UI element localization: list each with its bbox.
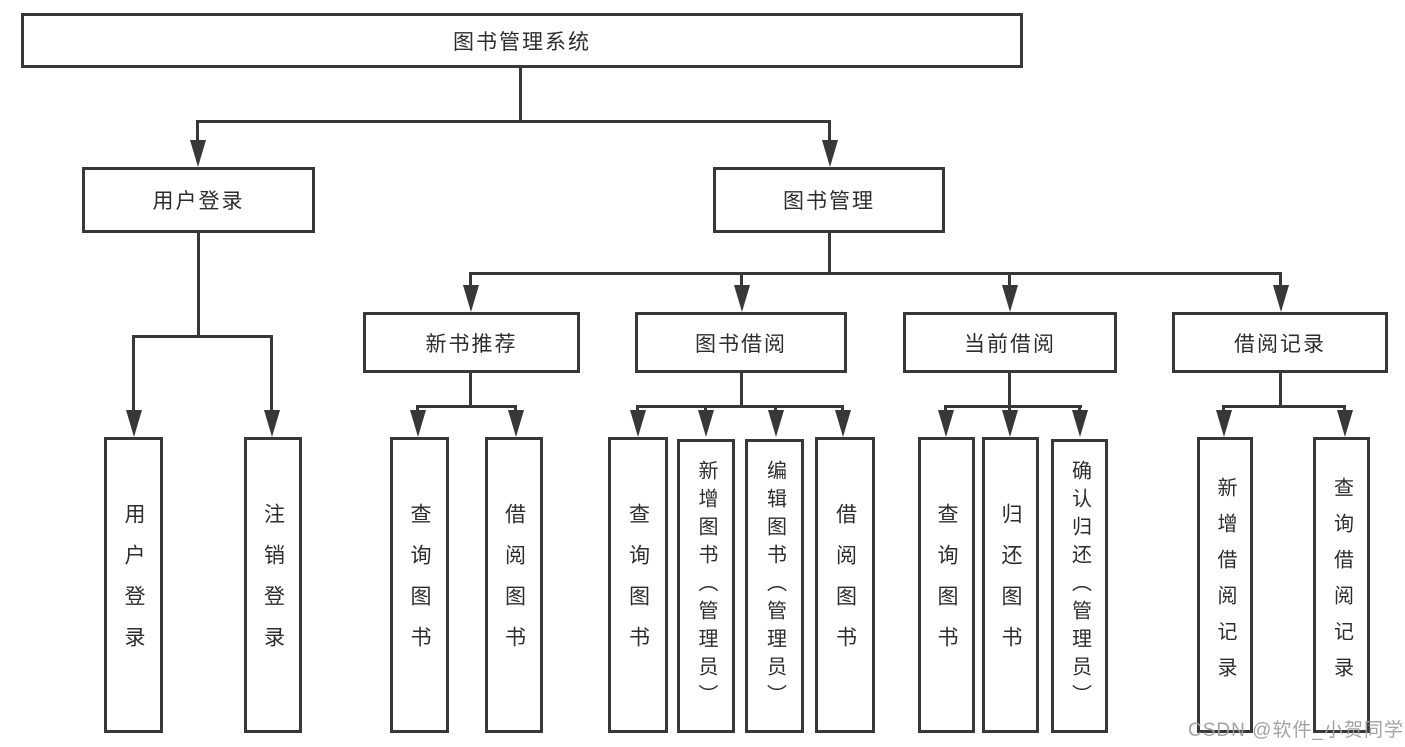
node-current-borrow: 当前借阅 (903, 312, 1117, 373)
connector-line (740, 373, 743, 407)
connector-line (944, 405, 1082, 408)
leaf-query-books-3: 查询图书 (918, 437, 975, 733)
connector-line (197, 233, 200, 337)
leaf-query-books-1: 查询图书 (390, 437, 449, 733)
arrowhead-down-icon (822, 140, 838, 167)
arrowhead-down-icon (1216, 410, 1232, 437)
connector-line (270, 335, 273, 417)
arrowhead-down-icon (1337, 410, 1353, 437)
leaf-return-book: 归还图书 (982, 437, 1039, 733)
arrowhead-down-icon (508, 410, 524, 437)
connector-line (469, 272, 472, 290)
connector-line (1222, 405, 1346, 408)
connector-line (469, 272, 1282, 275)
node-book-borrow: 图书借阅 (635, 312, 847, 373)
connector-line (1279, 272, 1282, 290)
connector-line (1279, 373, 1282, 407)
leaf-add-borrow-record: 新增借阅记录 (1197, 437, 1253, 733)
node-root-library-system: 图书管理系统 (21, 13, 1023, 68)
connector-line (469, 373, 472, 407)
arrowhead-down-icon (835, 410, 851, 437)
connector-line (132, 335, 135, 417)
node-borrow-record: 借阅记录 (1172, 312, 1388, 373)
leaf-borrow-books-2: 借阅图书 (815, 437, 875, 733)
arrowhead-down-icon (1002, 410, 1018, 437)
arrowhead-down-icon (734, 285, 750, 312)
leaf-edit-book-admin: 编辑图书（管理员） (745, 439, 804, 733)
arrowhead-down-icon (698, 410, 714, 437)
leaf-add-book-admin: 新增图书（管理员） (677, 439, 735, 733)
connector-line (196, 120, 199, 146)
node-new-book-recommend: 新书推荐 (363, 312, 580, 373)
connector-line (1008, 373, 1011, 407)
connector-line (1008, 272, 1011, 290)
leaf-confirm-return-admin: 确认归还（管理员） (1051, 439, 1108, 733)
arrowhead-down-icon (938, 410, 954, 437)
connector-line (197, 120, 830, 123)
arrowhead-down-icon (190, 140, 206, 167)
leaf-user-login: 用户登录 (104, 437, 163, 733)
connector-line (740, 272, 743, 290)
watermark: CSDN @软件_小贺同学 (1188, 720, 1404, 741)
leaf-logout: 注销登录 (244, 437, 302, 733)
arrowhead-down-icon (264, 410, 280, 437)
arrowhead-down-icon (463, 285, 479, 312)
arrowhead-down-icon (1072, 410, 1088, 437)
arrowhead-down-icon (1002, 285, 1018, 312)
leaf-query-borrow-record: 查询借阅记录 (1313, 437, 1370, 733)
node-book-management: 图书管理 (713, 167, 945, 233)
connector-line (636, 405, 843, 408)
leaf-query-books-2: 查询图书 (608, 437, 668, 733)
connector-line (416, 405, 517, 408)
connector-line (828, 233, 831, 274)
connector-line (828, 120, 831, 146)
arrowhead-down-icon (410, 410, 426, 437)
arrowhead-down-icon (630, 410, 646, 437)
connector-line (519, 68, 522, 121)
arrowhead-down-icon (768, 410, 784, 437)
node-user-login: 用户登录 (82, 167, 315, 233)
connector-line (132, 335, 273, 338)
arrowhead-down-icon (1273, 285, 1289, 312)
leaf-borrow-books-1: 借阅图书 (485, 437, 543, 733)
arrowhead-down-icon (126, 410, 142, 437)
